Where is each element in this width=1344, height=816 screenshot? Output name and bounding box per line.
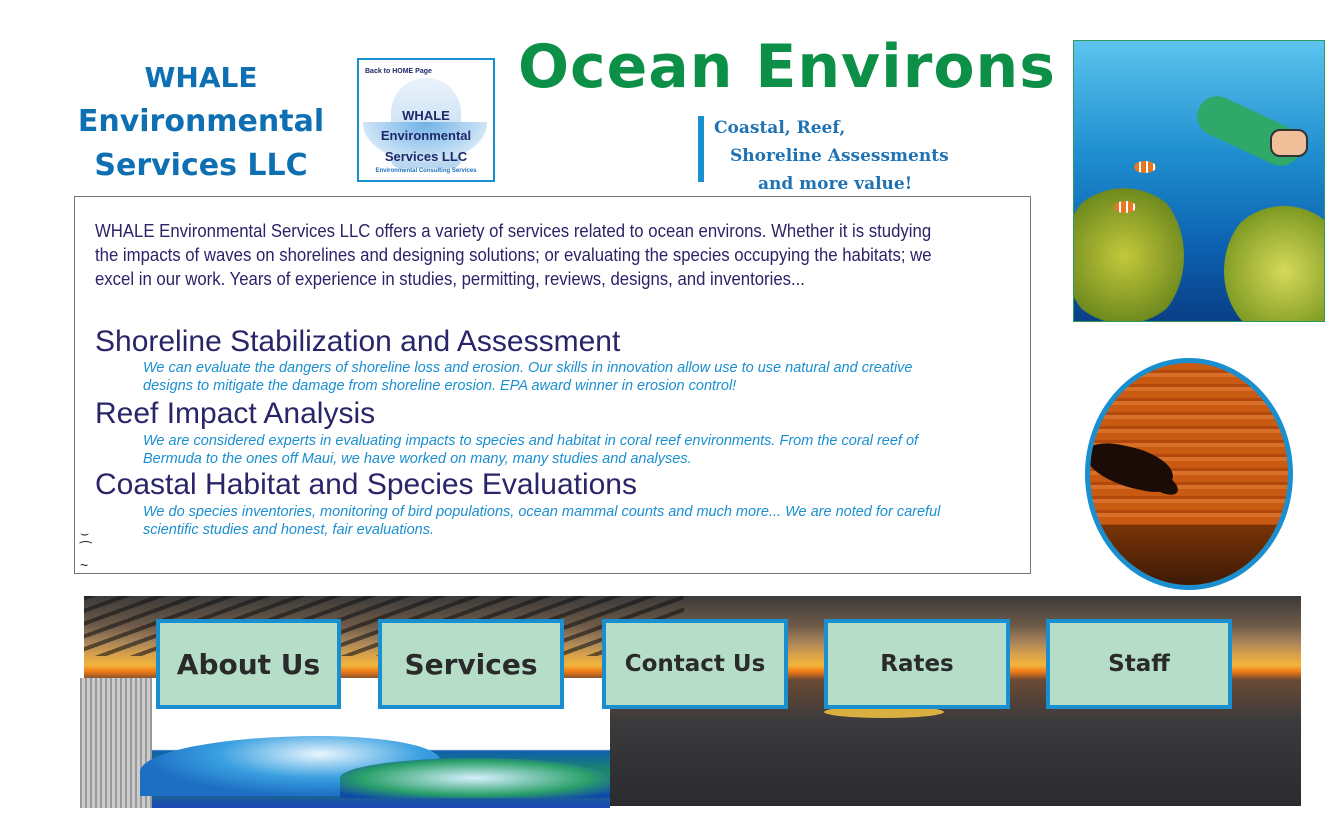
service-desc-reef: We are considered experts in evaluating … [143, 433, 919, 467]
sunset-bird-photo [1085, 358, 1293, 590]
home-logo-link[interactable]: Back to HOME Page WHALE Environmental Se… [357, 58, 495, 182]
tagline: Coastal, Reef, Shoreline Assessments and… [714, 114, 949, 198]
service-desc-habitat: We do species inventories, monitoring of… [143, 504, 941, 538]
page-title: Ocean Environs [518, 32, 1056, 102]
logo-text-line3: Services LLC [384, 149, 468, 164]
service-title-habitat: Coastal Habitat and Species Evaluations [95, 468, 637, 501]
birds-icon: ⌣⁀~ [80, 525, 92, 573]
service-title-reef: Reef Impact Analysis [95, 397, 376, 430]
service-title-shoreline: Shoreline Stabilization and Assessment [95, 325, 621, 358]
tagline-line1: Coastal, Reef, [714, 118, 846, 138]
snorkeler-reef-photo [1073, 40, 1325, 322]
logo-text-line4: Environmental Consulting Services [375, 168, 477, 174]
nav-about-us-button[interactable]: About Us [156, 619, 341, 709]
logo-text-line1: WHALE [402, 108, 450, 123]
company-name-line3: Services LLC [94, 148, 308, 183]
tagline-line3: and more value! [758, 174, 913, 194]
nav-contact-us-button[interactable]: Contact Us [602, 619, 788, 709]
nav-rates-button[interactable]: Rates [824, 619, 1010, 709]
tagline-divider [698, 116, 704, 182]
services-content-panel: WHALE Environmental Services LLC offers … [74, 196, 1031, 574]
logo-text-line2: Environmental [380, 128, 472, 143]
tagline-line2: Shoreline Assessments [730, 146, 949, 166]
back-home-label: Back to HOME Page [365, 68, 432, 75]
company-name-line1: WHALE [144, 61, 258, 94]
intro-text: WHALE Environmental Services LLC offers … [95, 221, 932, 289]
company-name: WHALE Environmental Services LLC [62, 56, 340, 188]
nav-staff-button[interactable]: Staff [1046, 619, 1232, 709]
company-name-line2: Environmental [77, 104, 325, 139]
wave-logo-image [363, 122, 487, 162]
service-desc-shoreline: We can evaluate the dangers of shoreline… [143, 360, 913, 394]
nav-services-button[interactable]: Services [378, 619, 564, 709]
